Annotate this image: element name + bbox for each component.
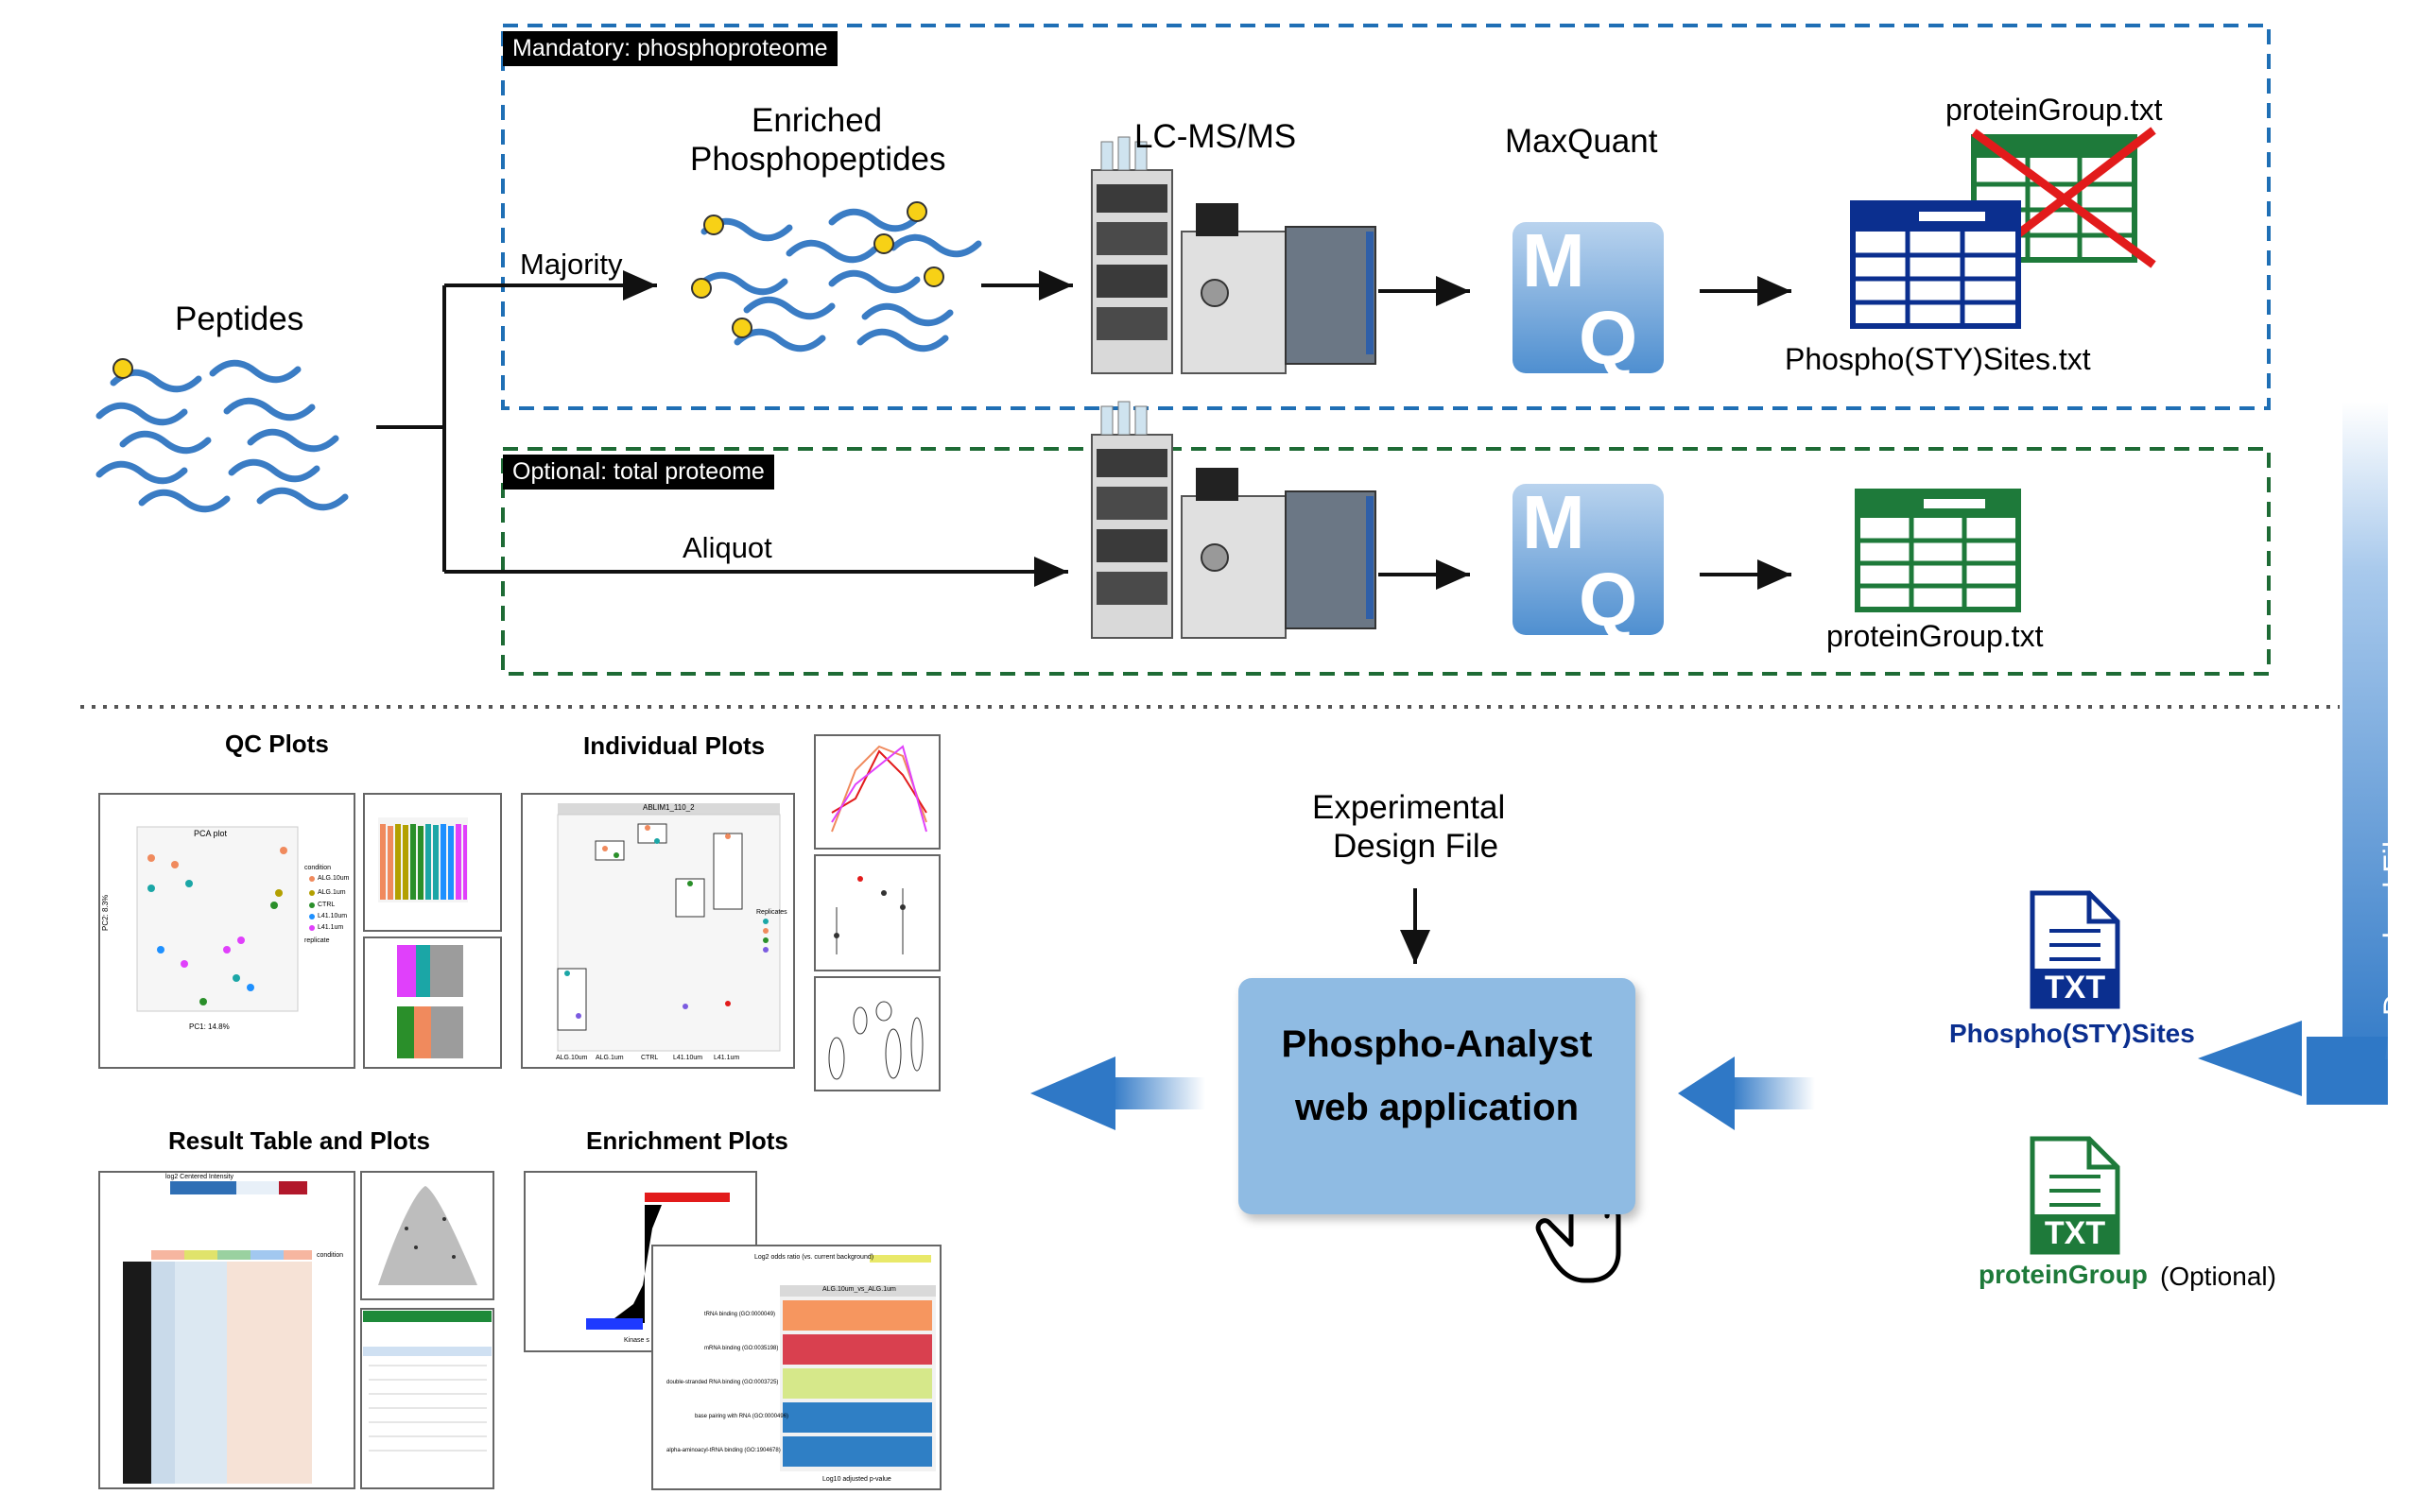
enrich-title: Log2 odds ratio (vs. current background): [754, 1254, 874, 1261]
enrich-x: Log10 adjusted p-value: [822, 1476, 891, 1483]
mass-spectrometer-icon: [1091, 401, 1376, 639]
enrich-term-1: tRNA binding (GO:0000049): [704, 1312, 776, 1317]
ind-x-1: ALG.10um: [556, 1055, 588, 1061]
maxquant-logo-icon: [1512, 218, 1664, 380]
webapp-title: Phospho-Analyst: [1281, 1023, 1593, 1065]
enrichment-plots-title: Enrichment Plots: [586, 1126, 788, 1155]
proteingroup-crossed-label: proteinGroup.txt: [1945, 93, 2163, 127]
left-arrow-icon: [1030, 1057, 1115, 1130]
webapp-subtitle: web application: [1294, 1087, 1580, 1128]
qc-heatbar-thumbnail: [363, 936, 502, 1069]
txt-label: TXT: [2044, 970, 2106, 1005]
optional-tag: Optional: total proteome: [503, 455, 774, 490]
download-files-label: Download Files: [2377, 809, 2411, 1016]
mandatory-box: [501, 24, 2271, 410]
ind-x-2: ALG.1um: [596, 1055, 624, 1061]
qc-barplot-thumbnail: [363, 793, 502, 932]
pca-condition-3: CTRL: [318, 902, 336, 908]
majority-label: Majority: [520, 248, 623, 281]
left-arrow-icon: [1678, 1057, 1735, 1130]
aliquot-label: Aliquot: [683, 531, 772, 564]
txt-file-icon: [2030, 1136, 2120, 1255]
txt-file-icon: [2030, 890, 2120, 1009]
proteingroup-label: proteinGroup.txt: [1826, 619, 2044, 653]
pca-plot-thumbnail: [98, 793, 355, 1069]
pca-title: PCA plot: [194, 829, 228, 838]
result-table-title: Result Table and Plots: [168, 1126, 430, 1155]
mass-spectrometer-icon: [1091, 136, 1376, 374]
ind-x-4: L41.10um: [673, 1055, 703, 1061]
pca-condition: condition: [304, 865, 332, 871]
individual-boxplot-thumbnail: [521, 793, 795, 1069]
enrich-term-2: mRNA binding (GO:0035198): [704, 1346, 779, 1351]
phospho-file-label: Phospho(STY)Sites: [1949, 1019, 2195, 1048]
result-table-thumbnail: [360, 1308, 494, 1489]
individual-plots-title: Individual Plots: [583, 731, 766, 760]
enrich-term-4: base pairing with RNA (GO:0000496): [695, 1414, 789, 1419]
phospho-analyst-webapp[interactable]: Phospho-Analyst web application: [1238, 978, 1635, 1214]
table-icon: [1850, 200, 2021, 329]
dot-plot-thumbnail: [814, 854, 941, 971]
qc-plots-title: QC Plots: [225, 730, 329, 758]
optional-label: (Optional): [2160, 1262, 2276, 1291]
enrich-term-5: alpha-aminoacyl-tRNA binding (GO:1904678…: [666, 1448, 781, 1453]
phosphopeptides-label: Phosphopeptides: [690, 141, 946, 178]
design-file-label: Design File: [1333, 828, 1499, 865]
mandatory-tag: Mandatory: phosphoproteome: [503, 31, 838, 66]
optional-box: [501, 447, 2271, 676]
table-icon: [1855, 489, 2021, 612]
kinase-x: Kinase s: [624, 1337, 649, 1344]
maxquant-label: MaxQuant: [1505, 123, 1658, 160]
peptides-icon: [99, 358, 345, 509]
go-enrichment-thumbnail: [651, 1245, 942, 1490]
txt-label: TXT: [2044, 1215, 2106, 1251]
pca-condition-4: L41.10um: [318, 913, 348, 919]
volcano-plot-thumbnail: [360, 1171, 494, 1300]
heatmap-title: log2 Centered Intensity: [165, 1174, 233, 1180]
enriched-label: Enriched: [752, 102, 883, 139]
peptides-label: Peptides: [175, 301, 304, 337]
ind-x-3: CTRL: [641, 1055, 659, 1061]
heatmap-thumbnail: [98, 1171, 355, 1489]
enrich-subtitle: ALG.10um_vs_ALG.1um: [822, 1286, 896, 1293]
download-arrow: [2198, 402, 2388, 1105]
maxquant-logo-icon: [1512, 480, 1664, 642]
violin-plot-thumbnail: [814, 976, 941, 1091]
enrich-term-3: double-stranded RNA binding (GO:0003725): [666, 1380, 779, 1385]
pca-condition-5: L41.1um: [318, 924, 344, 931]
pca-replicate: replicate: [304, 937, 330, 944]
experimental-label: Experimental: [1312, 789, 1506, 826]
pca-condition-1: ALG.10um: [318, 875, 350, 882]
ind-x-5: L41.1um: [714, 1055, 740, 1061]
lcms-label: LC-MS/MS: [1134, 118, 1297, 155]
individual-title: ABLIM1_110_2: [643, 803, 695, 812]
line-plot-thumbnail: [814, 734, 941, 850]
protein-file-label: proteinGroup: [1979, 1260, 2148, 1289]
phospho-sites-label: Phospho(STY)Sites.txt: [1785, 342, 2091, 376]
pca-y: PC2: 8.3%: [101, 894, 110, 931]
heatmap-condition: condition: [317, 1252, 344, 1259]
pca-condition-2: ALG.1um: [318, 889, 346, 896]
phosphopeptides-icon: [691, 201, 978, 349]
replicates-label: Replicates: [756, 909, 787, 916]
pca-x: PC1: 14.8%: [189, 1022, 230, 1031]
